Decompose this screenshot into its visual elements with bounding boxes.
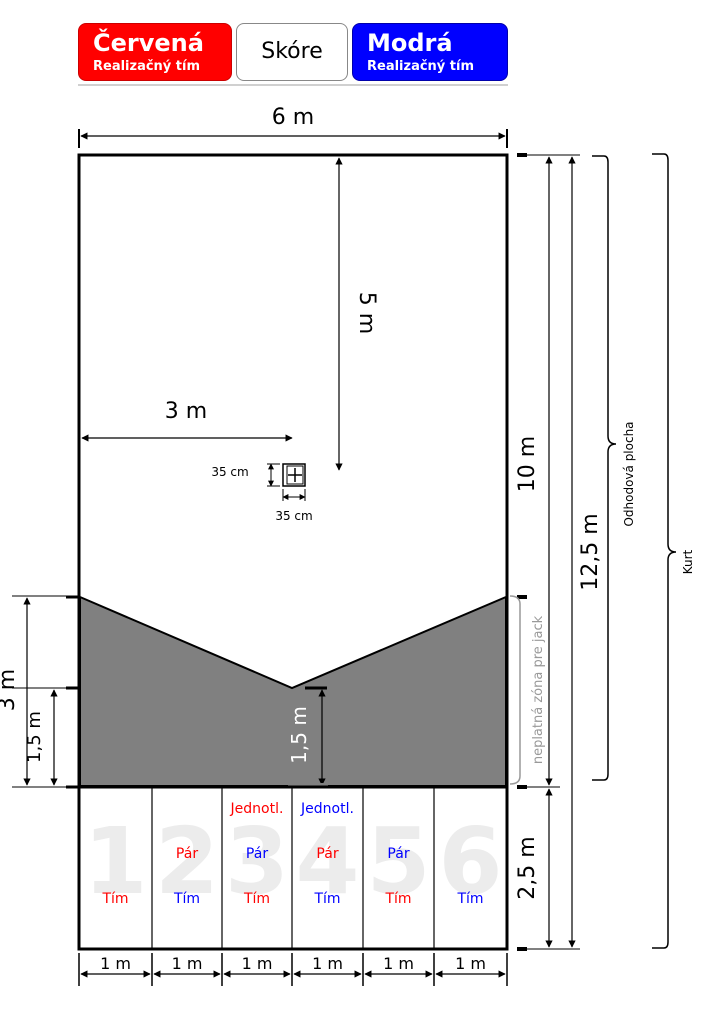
half-width-label: 3 m — [165, 399, 207, 424]
lane-width-dimension: 1 m — [80, 954, 151, 978]
target-square: 35 cm 35 cm — [211, 463, 313, 523]
lane-width-label: 1 m — [312, 954, 343, 973]
throwing-area-bracket: Odhodová plocha — [592, 155, 636, 781]
width-dimension: 6 m — [78, 105, 508, 148]
target-height-label: 35 cm — [211, 465, 248, 479]
target-square-inner — [286, 465, 304, 485]
lane-category-label: Pár — [387, 846, 409, 862]
depth-to-center-label: 5 m — [354, 292, 379, 334]
lane-width-label: 1 m — [455, 954, 486, 973]
lane-category-label: Jednotl. — [230, 801, 284, 817]
invalid-zone-bracket: neplatná zóna pre jack — [509, 595, 546, 785]
lane-category-label: Pár — [246, 846, 268, 862]
lane-width-dimensions: 1 m 1 m 1 m 1 m 1 m 1 m — [78, 953, 508, 986]
court-bracket: Kurt — [652, 153, 695, 949]
lane-number: 5 — [366, 808, 430, 915]
lane-width-label: 1 m — [100, 954, 131, 973]
scorebar-divider — [78, 84, 508, 86]
lane-number: 1 — [83, 808, 147, 915]
outer-zone-depth-label: 3 m — [0, 669, 20, 711]
scoreboard: Červená Realizačný tím Skóre Modrá Reali… — [78, 23, 510, 86]
lane-width-dimension: 1 m — [293, 954, 362, 978]
lane-width-dimension: 1 m — [364, 954, 433, 978]
invalid-jack-zone — [79, 595, 507, 787]
lane-width-label: 1 m — [242, 954, 273, 973]
score-label: Skóre — [261, 39, 323, 64]
lane-category-label: Tím — [384, 891, 411, 907]
lane-number: 4 — [295, 808, 359, 915]
center-zone-depth-dimension: 1,5 m — [287, 686, 328, 789]
lane-number: 2 — [155, 808, 219, 915]
lane-category-label: Pár — [176, 846, 198, 862]
lane-width-dimension: 1 m — [153, 954, 221, 978]
blue-team-staff: Realizačný tím — [367, 59, 475, 74]
right-side-dimensions: 10 m 2,5 m 12,5 m — [515, 153, 603, 951]
half-width-dimension: 3 m — [81, 399, 293, 442]
lane-width-label: 1 m — [172, 954, 203, 973]
lane-category-label: Jednotl. — [300, 801, 354, 817]
play-length-label: 10 m — [515, 436, 540, 492]
blue-team-name: Modrá — [367, 29, 453, 57]
court-label: Kurt — [681, 549, 695, 574]
target-width-label: 35 cm — [275, 509, 312, 523]
lane-number: 6 — [438, 808, 502, 915]
lane-category-label: Pár — [316, 846, 338, 862]
blue-team-box[interactable]: Modrá Realizačný tím — [352, 23, 508, 81]
inner-zone-depth-label: 1,5 m — [24, 711, 45, 763]
width-label: 6 m — [272, 105, 314, 130]
score-box[interactable]: Skóre — [236, 23, 348, 81]
lanes-frame — [77, 785, 509, 951]
throwing-area-label: Odhodová plocha — [622, 421, 636, 526]
depth-to-center-dimension: 5 m — [335, 157, 379, 471]
lane-category-label: Tím — [173, 891, 200, 907]
red-team-box[interactable]: Červená Realizačný tím — [78, 23, 232, 81]
throwing-area-length-label: 12,5 m — [578, 513, 603, 590]
lane-category-label: Tím — [101, 891, 128, 907]
lane-length-label: 2,5 m — [515, 836, 540, 899]
lane-width-dimension: 1 m — [223, 954, 291, 978]
lane-width-label: 1 m — [383, 954, 414, 973]
lane-category-label: Tím — [313, 891, 340, 907]
invalid-zone-label: neplatná zóna pre jack — [531, 615, 546, 764]
red-team-staff: Realizačný tím — [93, 59, 201, 74]
left-zone-dimensions: 3 m 1,5 m — [0, 595, 78, 789]
center-zone-depth-label: 1,5 m — [287, 706, 311, 764]
lane-number: 3 — [225, 808, 289, 915]
lane-category-label: Tím — [456, 891, 483, 907]
lane-width-dimension: 1 m — [435, 954, 506, 978]
red-team-name: Červená — [93, 29, 204, 57]
lane-category-label: Tím — [243, 891, 270, 907]
